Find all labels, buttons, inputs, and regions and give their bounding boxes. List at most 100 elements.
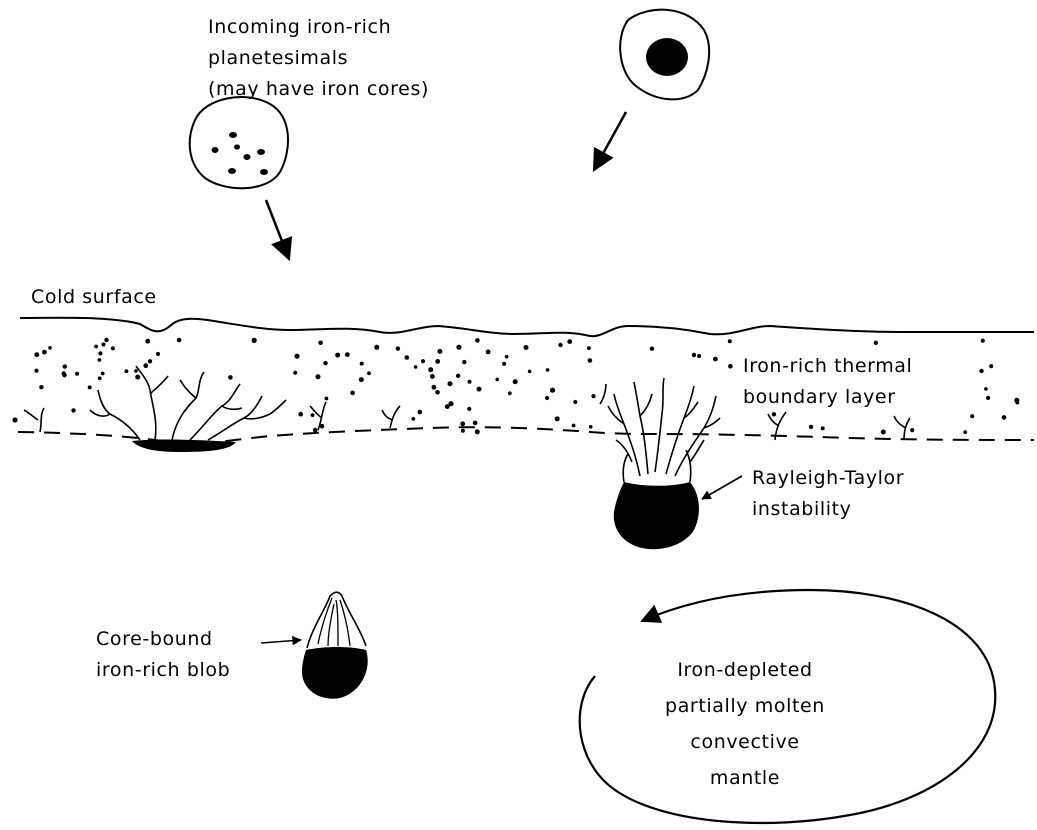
label-mantle-line-2: partially molten [660, 688, 830, 724]
boundary-dot [874, 341, 878, 345]
boundary-dot [298, 412, 303, 417]
boundary-dot [437, 349, 442, 354]
label-rt-line-1: Rayleigh-Taylor [752, 463, 904, 494]
boundary-dot [1002, 415, 1007, 420]
iron-grains [212, 132, 269, 175]
boundary-dot [435, 390, 440, 395]
boundary-dot [505, 355, 509, 359]
boundary-dot [567, 339, 572, 344]
boundary-dot [587, 346, 591, 350]
boundary-dot [462, 360, 466, 364]
boundary-dot [316, 374, 321, 379]
boundary-dot [414, 365, 418, 369]
boundary-dot [591, 394, 595, 398]
boundary-dot [430, 374, 435, 379]
boundary-dot [502, 362, 506, 366]
boundary-dot [435, 359, 440, 364]
boundary-dot [456, 374, 460, 378]
boundary-dot [421, 359, 425, 363]
boundary-dot [323, 361, 327, 365]
rayleigh-taylor-blob [614, 482, 699, 549]
boundary-dot [252, 338, 257, 343]
boundary-dot [34, 369, 38, 373]
boundary-dot [396, 346, 400, 350]
boundary-dot [405, 355, 410, 360]
label-incoming-planetesimals: Incoming iron-rich planetesimals (may ha… [208, 12, 429, 105]
boundary-dot [156, 352, 160, 356]
boundary-dot [546, 368, 550, 372]
boundary-dot [728, 339, 732, 343]
boundary-dot [228, 375, 233, 380]
boundary-dot [177, 338, 182, 343]
boundary-dot [12, 417, 17, 422]
boundary-dot [134, 369, 138, 373]
boundary-dot [984, 387, 988, 391]
boundary-dot [713, 357, 718, 362]
boundary-dot [572, 424, 576, 428]
label-rayleigh-taylor: Rayleigh-Taylor instability [752, 463, 904, 525]
boundary-dot [809, 425, 813, 429]
boundary-dot [135, 375, 140, 380]
boundary-dot [350, 391, 355, 396]
boundary-dot [573, 400, 577, 404]
boundary-dot [448, 381, 453, 386]
boundary-dot [456, 345, 461, 350]
label-mantle-line-1: Iron-depleted [660, 652, 830, 688]
planetesimal-cored [620, 10, 709, 100]
boundary-dot [550, 388, 555, 393]
label-rt-line-2: instability [752, 494, 904, 525]
label-cold-surface: Cold surface [31, 282, 157, 313]
boundary-dot [325, 397, 329, 401]
left-drainage-network [24, 366, 400, 440]
boundary-dot [1015, 401, 1019, 405]
boundary-dot [63, 364, 67, 368]
iron-pond [132, 439, 236, 452]
boundary-dot [360, 362, 364, 366]
boundary-dot [475, 338, 480, 343]
boundary-dot [411, 417, 415, 421]
arrow-incoming-right [594, 112, 626, 170]
boundary-dot [374, 345, 379, 350]
boundary-dot [94, 345, 98, 349]
arrow-to-core-bound [261, 640, 301, 643]
boundary-dot [650, 347, 654, 351]
boundary-dot [477, 387, 482, 392]
boundary-dot [445, 404, 450, 409]
boundary-dot [473, 421, 478, 426]
core-bound-blob [302, 592, 368, 698]
boundary-dot [508, 391, 512, 395]
boundary-dot [311, 413, 315, 417]
boundary-dot [345, 352, 350, 357]
boundary-dot [821, 426, 825, 430]
boundary-dot [468, 380, 472, 384]
boundary-dot [104, 338, 108, 342]
boundary-dot [42, 350, 47, 355]
boundary-dot [48, 346, 52, 350]
boundary-dot [986, 396, 990, 400]
boundary-dot [970, 414, 974, 418]
boundary-dot [148, 359, 152, 363]
label-core-line-1: Core-bound [96, 624, 230, 655]
cold-surface-line [20, 318, 1034, 336]
boundary-dot [71, 408, 75, 412]
boundary-dot [313, 428, 318, 433]
boundary-dot [528, 370, 532, 374]
boundary-dot [101, 372, 105, 376]
label-incoming-line-1: Incoming iron-rich [208, 12, 429, 43]
label-incoming-line-3: (may have iron cores) [208, 74, 429, 105]
label-mantle-line-3: convective [660, 724, 830, 760]
boundary-dot [981, 339, 985, 343]
boundary-dot [692, 353, 696, 357]
boundary-dot [98, 351, 102, 355]
boundary-dot [359, 377, 364, 382]
boundary-dot [293, 371, 297, 375]
arrow-to-rayleigh-taylor [702, 476, 742, 499]
boundary-dot [143, 363, 148, 368]
boundary-dot [125, 369, 129, 373]
boundary-dot [513, 379, 518, 384]
boundary-dot [486, 350, 491, 355]
arrow-incoming-left [266, 200, 289, 259]
boundary-dot [728, 364, 733, 369]
boundary-dot [524, 345, 529, 350]
boundary-dot [460, 421, 465, 426]
